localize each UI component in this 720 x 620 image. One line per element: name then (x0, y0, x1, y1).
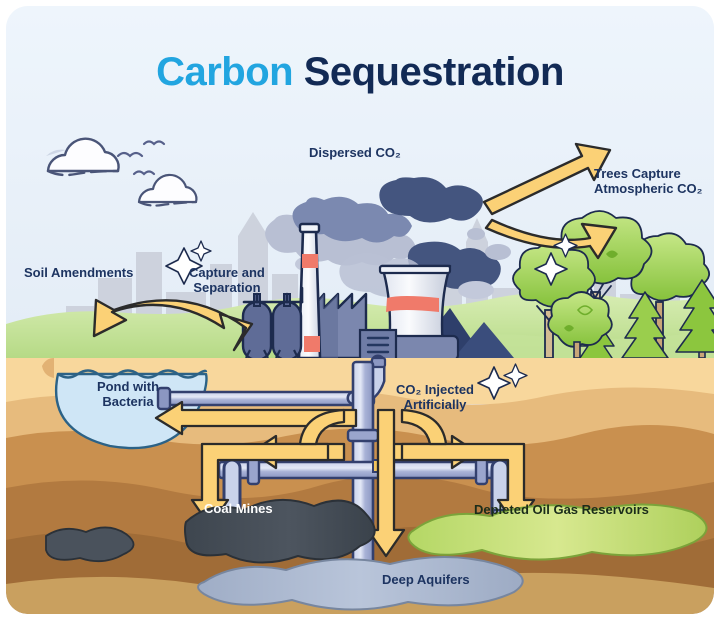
sparkle-icon (165, 247, 568, 400)
infographic-card: Carbon Sequestration Dispersed CO₂ Trees… (6, 6, 714, 614)
coal-mines-shape (184, 498, 376, 564)
label-coal-mines: Coal Mines (204, 501, 273, 516)
factory-icon (310, 292, 398, 362)
smokestack-icon (297, 222, 322, 360)
title-part-carbon: Carbon (156, 50, 294, 94)
aquifer-shape (197, 556, 524, 611)
tree-icon (547, 291, 613, 359)
carbon-sequestration-illustration (6, 6, 714, 614)
flow-arrow-icon (482, 142, 618, 260)
label-deep-aquifers: Deep Aquifers (382, 572, 470, 587)
cloud-icon (137, 173, 198, 207)
title-part-sequestration: Sequestration (293, 50, 565, 94)
label-dispersed-co2: Dispersed CO₂ (309, 145, 401, 160)
sparkle-icon (190, 233, 578, 388)
label-capture-and-separation: Capture and Separation (189, 265, 265, 296)
cloud-icon (46, 137, 120, 177)
reservoir-shape (407, 503, 708, 561)
label-co2-injected-artificially: CO₂ Injected Artificially (395, 382, 474, 413)
soil-layer-6 (6, 572, 714, 614)
pipe-icon (242, 286, 304, 304)
label-depleted-oil-gas-reservoirs: Depleted Oil Gas Reservoirs (474, 502, 649, 517)
coal-mines-shape-small (45, 526, 135, 563)
label-soil-amendments: Soil Amendments (24, 265, 134, 280)
flow-arrow-icon (92, 298, 254, 352)
page-title: Carbon Sequestration (6, 50, 714, 95)
label-trees-capture: Trees Capture Atmospheric CO₂ (594, 166, 703, 197)
bird-icon (116, 140, 166, 176)
label-pond-with-bacteria: Pond with Bacteria (96, 379, 160, 410)
water-surface-icon (57, 369, 208, 379)
